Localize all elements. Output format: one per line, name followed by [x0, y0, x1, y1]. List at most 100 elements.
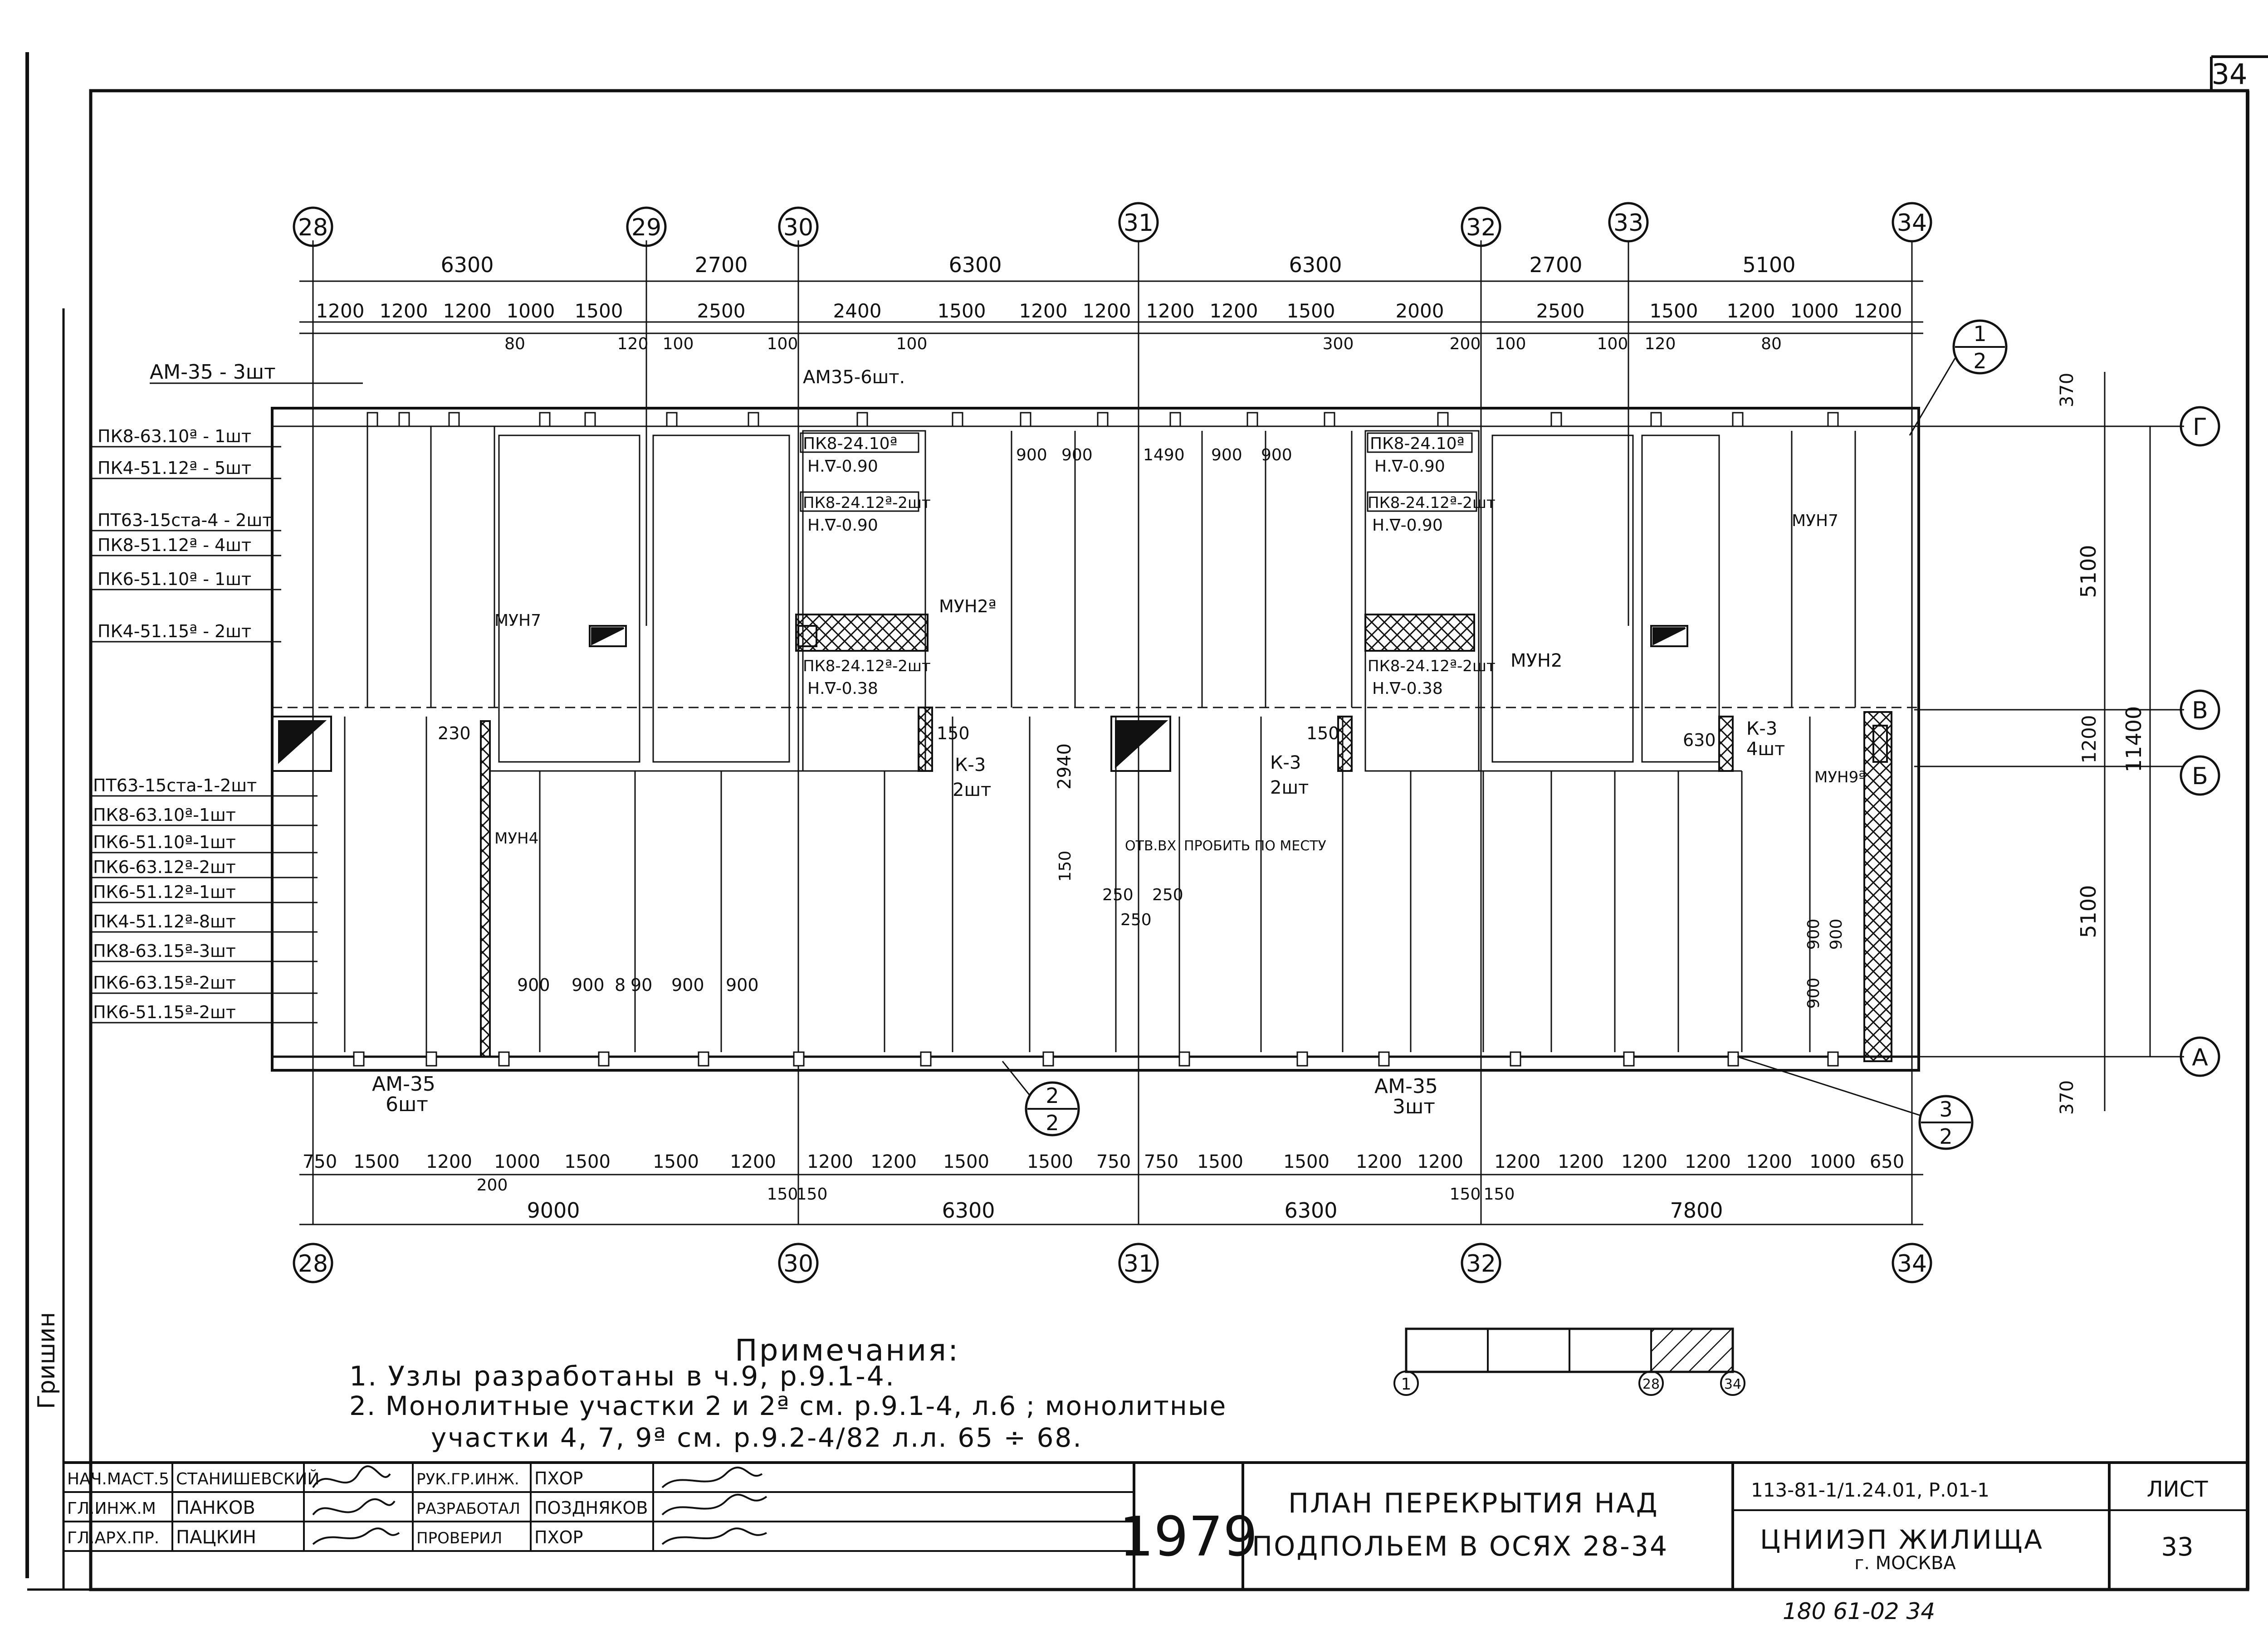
- svg-text:1200: 1200: [807, 1151, 853, 1172]
- plan-outline: [271, 407, 1920, 1072]
- svg-text:ПК8-63.15ª-3шт: ПК8-63.15ª-3шт: [93, 941, 236, 961]
- svg-text:ГЛ.ИНЖ.М: ГЛ.ИНЖ.М: [67, 1499, 156, 1518]
- svg-text:2. Монолитные участки 2 и 2ª с: 2. Монолитные участки 2 и 2ª см. р.9.1-4…: [349, 1390, 1227, 1421]
- svg-text:1500: 1500: [1027, 1151, 1073, 1172]
- axis-bubble-bottom-31: 31: [1118, 1243, 1159, 1283]
- title-block-roles: НАЧ.МАСТ.5 ГЛ.ИНЖ.М ГЛ.АРХ.ПР. СТАНИШЕВС…: [67, 1468, 648, 1548]
- axis-bubble-right-B: Б: [2180, 755, 2220, 796]
- slab-panels: [312, 426, 1865, 1052]
- svg-text:3шт: 3шт: [1393, 1095, 1435, 1118]
- svg-text:ПК6-63.12ª-2шт: ПК6-63.12ª-2шт: [93, 857, 236, 877]
- svg-text:1200: 1200: [426, 1151, 472, 1172]
- svg-text:6300: 6300: [948, 253, 1002, 277]
- svg-text:1200: 1200: [1558, 1151, 1604, 1172]
- svg-text:1200: 1200: [380, 300, 428, 322]
- svg-text:Н.∇-0.90: Н.∇-0.90: [1374, 457, 1445, 476]
- sheet-frame: [25, 52, 2268, 1591]
- svg-text:К-3: К-3: [1270, 752, 1301, 773]
- svg-text:1200: 1200: [316, 300, 365, 322]
- svg-text:370: 370: [2057, 1080, 2077, 1115]
- svg-text:30: 30: [783, 1250, 813, 1278]
- monolithic-zones: [480, 614, 1892, 1062]
- right-dims: 370 5100 1200 11400 5100 370: [2057, 373, 2146, 1115]
- svg-text:3: 3: [1939, 1097, 1952, 1122]
- svg-text:1500: 1500: [353, 1151, 400, 1172]
- svg-text:900: 900: [572, 975, 605, 995]
- sheet-value: 33: [2161, 1532, 2193, 1562]
- svg-text:5100: 5100: [2076, 885, 2101, 938]
- svg-text:1200: 1200: [1019, 300, 1068, 322]
- drawing-title-line-1: ПЛАН ПЕРЕКРЫТИЯ НАД: [1288, 1488, 1659, 1519]
- svg-text:100: 100: [1495, 335, 1526, 353]
- svg-text:7800: 7800: [1670, 1198, 1723, 1223]
- svg-text:300: 300: [1323, 335, 1354, 353]
- svg-text:ПК6-63.15ª-2шт: ПК6-63.15ª-2шт: [93, 973, 236, 993]
- svg-text:1000: 1000: [494, 1151, 540, 1172]
- year: 1979: [1119, 1506, 1257, 1569]
- svg-text:150: 150: [797, 1185, 828, 1204]
- side-stamp: Гришин: [33, 1312, 60, 1409]
- top-dims-small: 80 120 100 100 100 300 200 100 100 120 8…: [504, 335, 1782, 353]
- svg-text:750: 750: [1144, 1151, 1178, 1172]
- svg-text:МУН7: МУН7: [494, 611, 541, 630]
- svg-text:ПХОР: ПХОР: [534, 1468, 583, 1488]
- svg-text:1500: 1500: [938, 300, 986, 322]
- axis-bubble-right-V: В: [2180, 689, 2220, 730]
- svg-text:ПК8-24.12ª-2шт: ПК8-24.12ª-2шт: [1368, 494, 1496, 512]
- svg-text:2500: 2500: [1536, 300, 1585, 322]
- svg-text:ПК8-63.10ª - 1шт: ПК8-63.10ª - 1шт: [98, 426, 251, 446]
- svg-text:1200: 1200: [1727, 300, 1775, 322]
- svg-text:370: 370: [2057, 373, 2077, 407]
- axis-bubble-bottom-28: 28: [293, 1243, 333, 1283]
- right-dimension-lines: [2104, 372, 2151, 1111]
- svg-text:ПОЗДНЯКОВ: ПОЗДНЯКОВ: [534, 1498, 648, 1518]
- svg-text:1200: 1200: [1417, 1151, 1463, 1172]
- svg-text:1500: 1500: [1283, 1151, 1330, 1172]
- axis-bubble-right-G: Г: [2180, 406, 2220, 447]
- svg-text:ПК6-51.10ª - 1шт: ПК6-51.10ª - 1шт: [98, 569, 251, 589]
- svg-text:ГЛ.АРХ.ПР.: ГЛ.АРХ.ПР.: [67, 1529, 159, 1547]
- svg-text:ПРОВЕРИЛ: ПРОВЕРИЛ: [416, 1529, 502, 1547]
- plan-labels: АМ35-6шт. ПК8-24.10ª Н.∇-0.90 ПК8-24.12ª…: [372, 367, 1866, 1118]
- svg-text:МУН4: МУН4: [494, 829, 538, 848]
- svg-text:А: А: [2192, 1044, 2208, 1071]
- svg-text:ОТВ.ВХ: ОТВ.ВХ: [1125, 838, 1176, 854]
- svg-text:750: 750: [303, 1151, 337, 1172]
- axis-bubble-bottom-32: 32: [1461, 1243, 1501, 1283]
- svg-text:К-3: К-3: [1746, 718, 1777, 739]
- svg-text:32: 32: [1466, 1250, 1496, 1278]
- svg-text:31: 31: [1124, 210, 1154, 237]
- svg-text:2700: 2700: [1529, 253, 1582, 277]
- axis-lines: [312, 240, 2184, 1224]
- svg-text:МУН7: МУН7: [1792, 512, 1838, 530]
- svg-text:ПК8-24.12ª-2шт: ПК8-24.12ª-2шт: [803, 657, 931, 675]
- svg-text:ПК6-51.12ª-1шт: ПК6-51.12ª-1шт: [93, 882, 236, 902]
- svg-text:200: 200: [477, 1176, 508, 1195]
- svg-text:1200: 1200: [1146, 300, 1195, 322]
- svg-text:1500: 1500: [1197, 1151, 1243, 1172]
- svg-text:900: 900: [1211, 446, 1242, 464]
- axis-bubble-top-31: 31: [1118, 202, 1159, 243]
- drawing-title-line-2: ПОДПОЛЬЕМ В ОСЯХ 28-34: [1252, 1531, 1668, 1562]
- svg-text:1: 1: [1401, 1375, 1412, 1394]
- svg-text:ПТ63-15ста-4 - 2шт: ПТ63-15ста-4 - 2шт: [98, 510, 272, 530]
- svg-text:1200: 1200: [1494, 1151, 1540, 1172]
- svg-text:Б: Б: [2192, 763, 2208, 790]
- svg-text:250: 250: [1120, 911, 1152, 929]
- svg-text:100: 100: [767, 335, 798, 353]
- bottom-dims-main: 9000 6300 6300 7800: [527, 1198, 1723, 1223]
- svg-text:АМ-35 - 3шт: АМ-35 - 3шт: [150, 361, 276, 384]
- svg-text:100: 100: [896, 335, 928, 353]
- svg-text:4шт: 4шт: [1746, 739, 1785, 760]
- svg-text:120: 120: [617, 335, 649, 353]
- svg-text:1500: 1500: [564, 1151, 611, 1172]
- svg-text:2700: 2700: [694, 253, 748, 277]
- key-plan: 1 28 34: [1393, 1327, 1745, 1396]
- svg-text:ПК6-51.10ª-1шт: ПК6-51.10ª-1шт: [93, 832, 236, 852]
- svg-text:ПК4-51.15ª - 2шт: ПК4-51.15ª - 2шт: [98, 621, 251, 641]
- svg-text:1500: 1500: [1650, 300, 1698, 322]
- svg-text:ПАЦКИН: ПАЦКИН: [176, 1527, 256, 1548]
- axis-bubble-top-32: 32: [1461, 206, 1501, 247]
- axis-bubble-top-28: 28: [293, 206, 333, 247]
- svg-text:1200: 1200: [730, 1151, 776, 1172]
